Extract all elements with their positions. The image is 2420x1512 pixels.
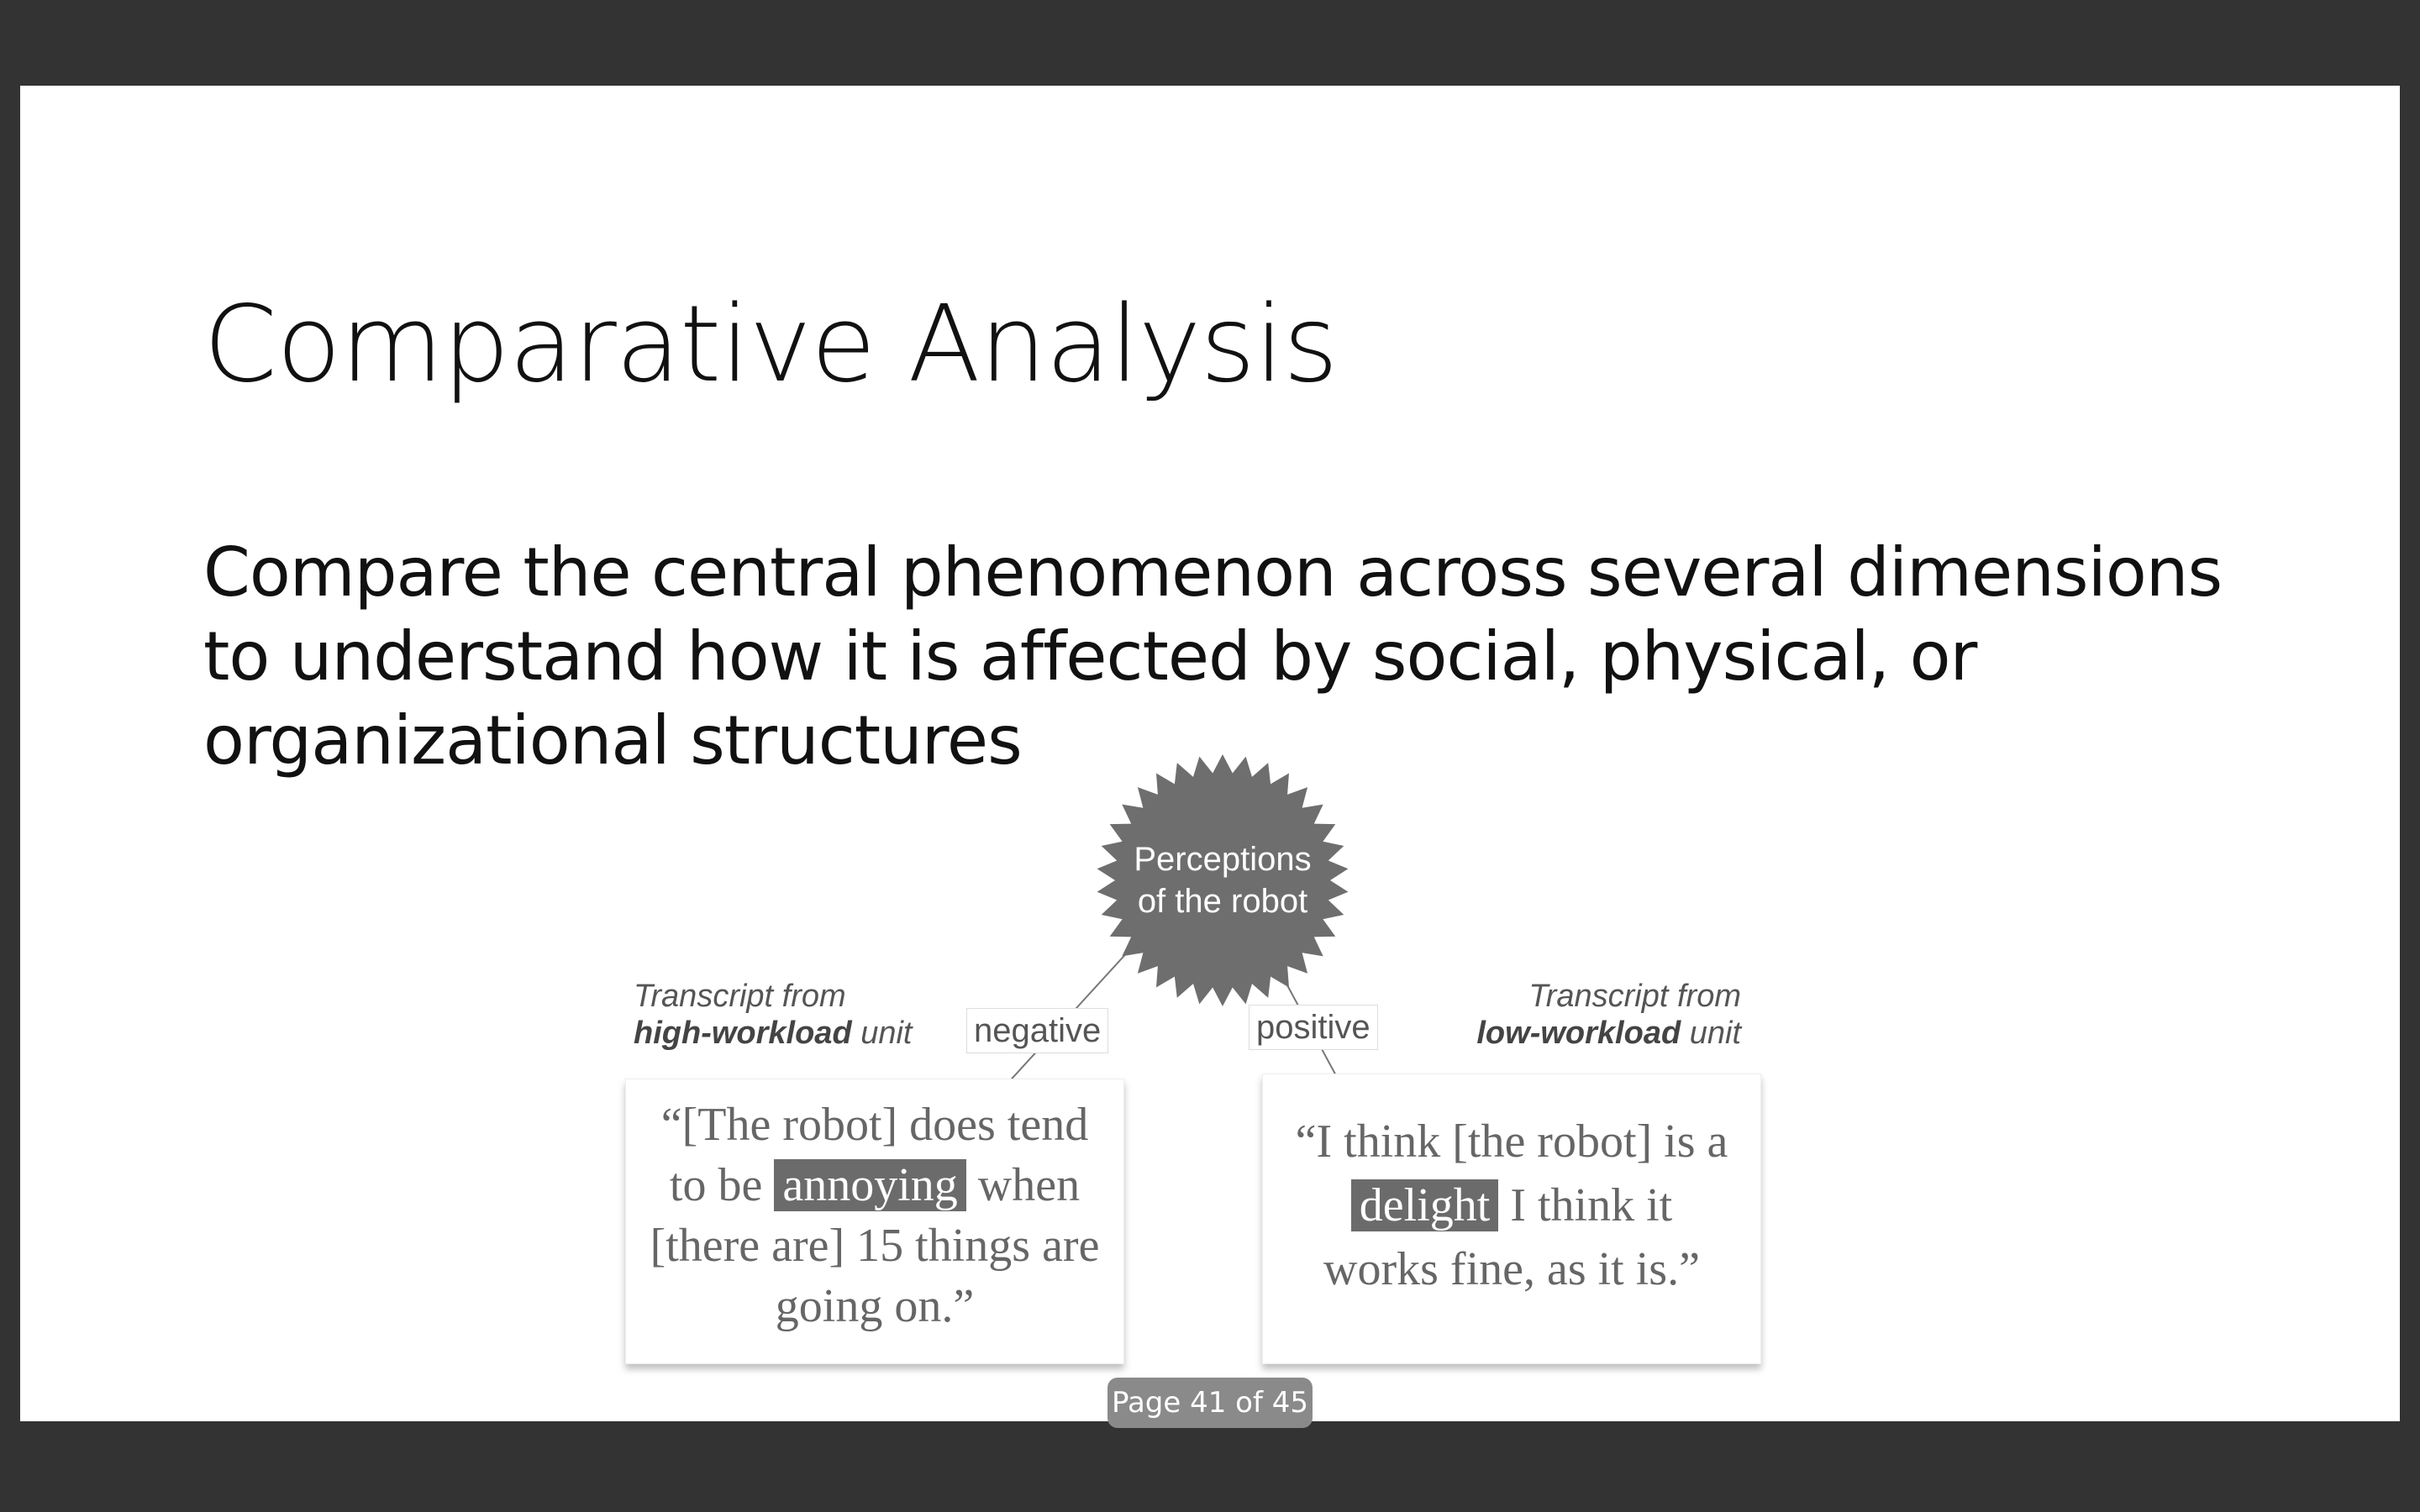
- comparison-figure: Perceptions of the robot Transcript from…: [625, 754, 1761, 1364]
- right-quote-text-after: I think it works fine, as it is.”: [1323, 1179, 1700, 1295]
- left-label-line-1: Transcript from: [634, 979, 846, 1014]
- page-indicator: Page 41 of 45: [1107, 1378, 1313, 1428]
- left-quote-card: “[The robot] does tend to be annoying wh…: [625, 1079, 1124, 1364]
- right-label-bold: low-workload: [1476, 1016, 1681, 1051]
- right-quote-highlight: delight: [1350, 1179, 1499, 1231]
- left-label-rest: unit: [851, 1016, 913, 1051]
- badge-line-2: of the robot: [1137, 883, 1308, 920]
- left-transcript-label: Transcript from high-workload unit: [634, 978, 912, 1052]
- perceptions-badge-label: Perceptions of the robot: [1113, 838, 1332, 922]
- perceptions-badge-shape: [1097, 754, 1349, 1006]
- positive-tag: positive: [1249, 1005, 1378, 1050]
- right-transcript-label: Transcript from low-workload unit: [1470, 978, 1741, 1052]
- right-label-rest: unit: [1681, 1016, 1741, 1051]
- left-quote-text-before: “[The robot] does tend to be: [660, 1099, 1089, 1211]
- left-label-bold: high-workload: [634, 1016, 852, 1051]
- badge-line-1: Perceptions: [1134, 841, 1312, 878]
- right-label-line-1: Transcript from: [1528, 979, 1741, 1014]
- slide: Comparative Analysis Compare the central…: [20, 86, 2400, 1421]
- slide-title: Comparative Analysis: [203, 282, 1339, 406]
- left-quote-highlight: annoying: [774, 1159, 966, 1211]
- right-quote-text-before: “I think [the robot] is a: [1295, 1116, 1728, 1168]
- negative-tag: negative: [966, 1008, 1109, 1053]
- left-quote-text-after: when [there are] 15 things are going on.…: [650, 1159, 1100, 1332]
- slide-body-text: Compare the central phenomenon across se…: [203, 533, 2223, 780]
- right-quote-card: “I think [the robot] is a delight I thin…: [1262, 1074, 1761, 1364]
